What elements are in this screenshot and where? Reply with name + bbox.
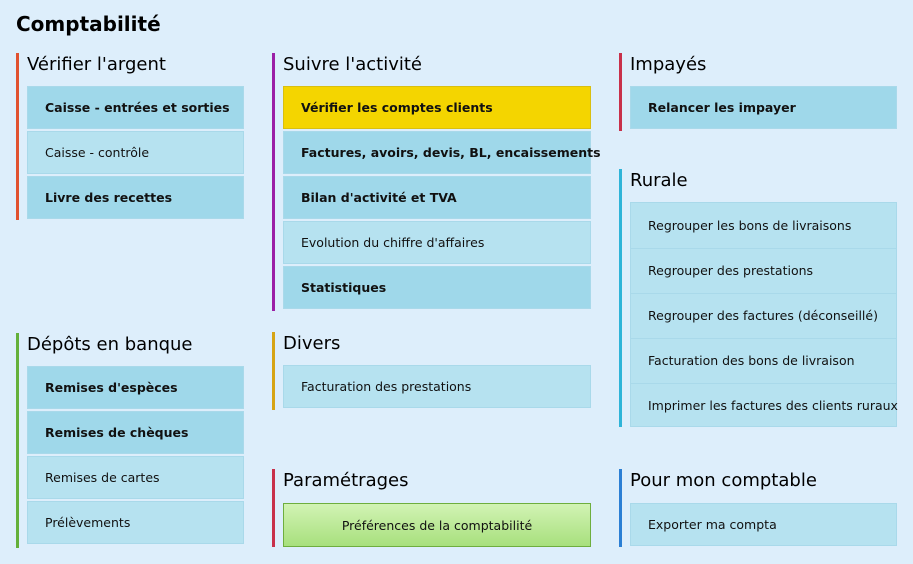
section-title: Divers (283, 333, 341, 354)
section-accent-bar (16, 333, 19, 548)
regrouper-prestations-item[interactable]: Regrouper des prestations (631, 248, 896, 292)
section-title: Paramétrages (283, 470, 409, 491)
section-accent-bar (619, 53, 622, 131)
factures-avoirs-devis-button[interactable]: Factures, avoirs, devis, BL, encaissemen… (283, 131, 601, 174)
section-title: Rurale (630, 170, 688, 191)
livre-recettes-button[interactable]: Livre des recettes (27, 176, 244, 219)
section-title: Pour mon comptable (630, 470, 817, 491)
section-parametrages: Paramétrages Préférences de la comptabil… (272, 469, 592, 547)
statistiques-button[interactable]: Statistiques (283, 266, 591, 309)
rurale-list: Regrouper les bons de livraisons Regroup… (630, 202, 898, 427)
bilan-activite-tva-button[interactable]: Bilan d'activité et TVA (283, 176, 591, 219)
remises-cartes-button[interactable]: Remises de cartes (27, 456, 244, 499)
section-pour-mon-comptable: Pour mon comptable Exporter ma compta (619, 469, 899, 547)
section-accent-bar (619, 169, 622, 427)
evolution-chiffre-affaires-button[interactable]: Evolution du chiffre d'affaires (283, 221, 591, 264)
section-title: Vérifier l'argent (27, 54, 166, 75)
prelevements-button[interactable]: Prélèvements (27, 501, 244, 544)
section-accent-bar (272, 332, 275, 410)
regrouper-bons-livraisons-item[interactable]: Regrouper les bons de livraisons (648, 217, 852, 233)
imprimer-factures-ruraux-item[interactable]: Imprimer les factures des clients ruraux (631, 383, 898, 427)
exporter-compta-button[interactable]: Exporter ma compta (630, 503, 897, 546)
facturation-prestations-button[interactable]: Facturation des prestations (283, 365, 591, 408)
section-title: Dépôts en banque (27, 334, 193, 355)
section-impayes: Impayés Relancer les impayer (619, 53, 899, 131)
section-accent-bar (272, 469, 275, 547)
remises-cheques-button[interactable]: Remises de chèques (27, 411, 244, 454)
section-title: Suivre l'activité (283, 54, 423, 75)
regrouper-factures-item[interactable]: Regrouper des factures (déconseillé) (631, 293, 896, 337)
preferences-comptabilite-button[interactable]: Préférences de la comptabilité (283, 503, 591, 547)
verifier-comptes-clients-button[interactable]: Vérifier les comptes clients (283, 86, 591, 129)
section-rurale: Rurale Regrouper les bons de livraisons … (619, 169, 899, 427)
section-accent-bar (619, 469, 622, 547)
section-divers: Divers Facturation des prestations (272, 332, 592, 410)
section-verifier-argent: Vérifier l'argent Caisse - entrées et so… (16, 53, 246, 220)
section-title: Impayés (630, 54, 707, 75)
section-accent-bar (16, 53, 19, 220)
section-suivre-activite: Suivre l'activité Vérifier les comptes c… (272, 53, 601, 311)
section-accent-bar (272, 53, 275, 311)
page-title: Comptabilité (16, 12, 161, 36)
relancer-impayes-button[interactable]: Relancer les impayer (630, 86, 897, 129)
remises-especes-button[interactable]: Remises d'espèces (27, 366, 244, 409)
caisse-controle-button[interactable]: Caisse - contrôle (27, 131, 244, 174)
section-depots-banque: Dépôts en banque Remises d'espèces Remis… (16, 333, 246, 548)
caisse-entrees-sorties-button[interactable]: Caisse - entrées et sorties (27, 86, 244, 129)
facturation-bons-livraison-item[interactable]: Facturation des bons de livraison (631, 338, 896, 382)
